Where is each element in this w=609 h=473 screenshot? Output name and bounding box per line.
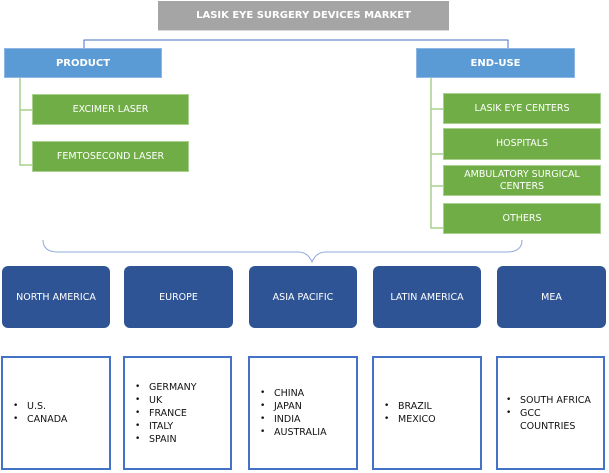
diagram-title: LASIK EYE SURGERY DEVICES MARKET [158,1,449,31]
countries-north-america: U.S. CANADA [1,356,111,470]
country-item: AUSTRALIA [260,426,327,439]
country-item: U.S. [13,400,67,413]
end-use-lasik-eye-centers: LASIK EYE CENTERS [443,93,601,124]
region-north-america: NORTH AMERICA [2,266,110,328]
countries-mea: SOUTH AFRICA GCC COUNTRIES [496,356,605,470]
product-femtosecond-laser: FEMTOSECOND LASER [32,141,189,172]
country-item: ITALY [135,420,197,433]
country-item: CHINA [260,387,327,400]
country-item: SOUTH AFRICA [506,394,596,407]
country-item: BRAZIL [384,400,436,413]
countries-latin-america: BRAZIL MEXICO [372,356,482,470]
end-use-hospitals: HOSPITALS [443,128,601,160]
country-item: CANADA [13,413,67,426]
region-latin-america: LATIN AMERICA [373,266,481,328]
country-item: SPAIN [135,433,197,446]
end-use-tree-line [430,78,443,229]
product-excimer-laser: EXCIMER LASER [32,94,189,125]
country-item: GERMANY [135,381,197,394]
region-europe: EUROPE [124,266,233,328]
region-mea: MEA [497,266,606,328]
category-end-use: END-USE [416,48,575,78]
title-connector [83,39,509,48]
country-item: MEXICO [384,413,436,426]
country-item: JAPAN [260,400,327,413]
country-item: FRANCE [135,407,197,420]
countries-asia-pacific: CHINA JAPAN INDIA AUSTRALIA [248,356,358,470]
end-use-ambulatory-surgical-centers: AMBULATORY SURGICAL CENTERS [443,165,601,196]
country-item: GCC COUNTRIES [506,407,596,433]
country-item: UK [135,394,197,407]
product-tree-line [19,78,32,166]
region-brace [42,239,523,264]
country-item: INDIA [260,413,327,426]
countries-europe: GERMANY UK FRANCE ITALY SPAIN [123,356,232,470]
category-product: PRODUCT [4,48,162,78]
region-asia-pacific: ASIA PACIFIC [249,266,357,328]
end-use-others: OTHERS [443,203,601,234]
